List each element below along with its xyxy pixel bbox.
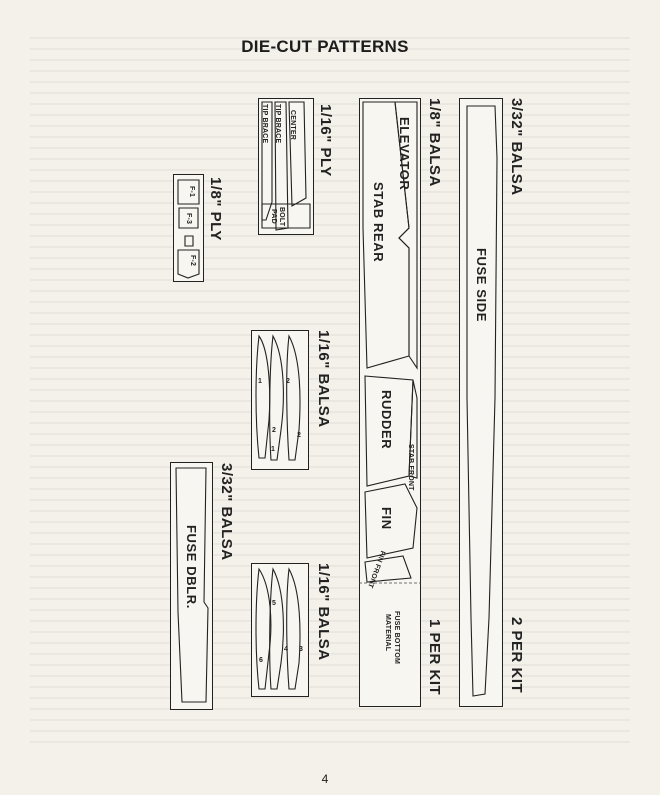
ply-18-part-outlines bbox=[177, 179, 200, 279]
stab-rear-part-label: STAB REAR bbox=[371, 182, 386, 263]
ply-116-material-label: 1/16" PLY bbox=[317, 104, 334, 177]
fuse-bottom-label-line1: FUSE BOTTOM bbox=[393, 611, 400, 665]
rib-1-label: 1 bbox=[258, 378, 262, 385]
rib-1-label-b: 1 bbox=[271, 446, 275, 453]
balsa-116-sheet-b-material-label: 1/16" BALSA bbox=[315, 563, 332, 661]
bolt-pad-label-line2: PAD bbox=[270, 209, 277, 224]
f1-part-label: F-1 bbox=[188, 186, 195, 198]
page-number: 4 bbox=[321, 772, 329, 786]
tail-sheet bbox=[359, 98, 421, 707]
rudder-part-label: RUDDER bbox=[379, 390, 394, 450]
bolt-pad-label-line1: BOLT bbox=[278, 207, 285, 227]
rib-4-label: 4 bbox=[284, 646, 288, 653]
fuse-dblr-material-label: 3/32" BALSA bbox=[218, 463, 235, 561]
balsa-116-sheet-a-ribs bbox=[255, 334, 301, 461]
tip-brace-part-label-1: TIP BRACE bbox=[274, 104, 281, 144]
ply-116-part-outlines bbox=[261, 101, 311, 231]
tip-brace-part-label-2: TIP BRACE bbox=[261, 104, 268, 144]
rib-2-label-a: 2 bbox=[286, 378, 290, 385]
fin-part-label: FIN bbox=[379, 507, 394, 530]
center-part-label: CENTER bbox=[289, 110, 296, 140]
f3-part-label: F-3 bbox=[185, 213, 192, 225]
fuse-dblr-part-outline bbox=[175, 467, 209, 703]
fuse-side-part-outline bbox=[466, 105, 498, 697]
f2-part-label: F-2 bbox=[189, 255, 196, 267]
elevator-part-label: ELEVATOR bbox=[397, 117, 412, 191]
fuse-dblr-part-label: FUSE DBLR. bbox=[184, 525, 199, 609]
tail-sheet-material-label: 1/8" BALSA bbox=[426, 98, 443, 187]
page-title: DIE-CUT PATTERNS bbox=[241, 37, 409, 56]
rib-5-label: 5 bbox=[272, 600, 276, 607]
rib-2-label-c: 2 bbox=[297, 432, 301, 439]
fuse-side-sheet bbox=[459, 98, 503, 707]
fuse-side-quantity-label: 2 PER KIT bbox=[508, 617, 525, 694]
rib-2-label-b: 2 bbox=[272, 427, 276, 434]
balsa-116-sheet-b bbox=[251, 563, 309, 697]
fuse-side-part-label: FUSE SIDE bbox=[474, 248, 489, 323]
rib-6-label: 6 bbox=[259, 657, 263, 664]
tail-sheet-quantity-label: 1 PER KIT bbox=[426, 619, 443, 696]
fuse-bottom-label-line2: MATERIAL bbox=[384, 614, 391, 652]
tail-sheet-part-outlines bbox=[359, 101, 421, 584]
balsa-116-sheet-a bbox=[251, 330, 309, 470]
stab-front-part-label: STAB FRONT bbox=[407, 444, 414, 491]
ply-18-material-label: 1/8" PLY bbox=[207, 177, 224, 241]
balsa-116-sheet-a-material-label: 1/16" BALSA bbox=[315, 330, 332, 428]
fuse-side-material-label: 3/32" BALSA bbox=[508, 98, 525, 196]
balsa-116-sheet-b-ribs bbox=[255, 567, 301, 690]
rib-3-label: 3 bbox=[299, 646, 303, 653]
